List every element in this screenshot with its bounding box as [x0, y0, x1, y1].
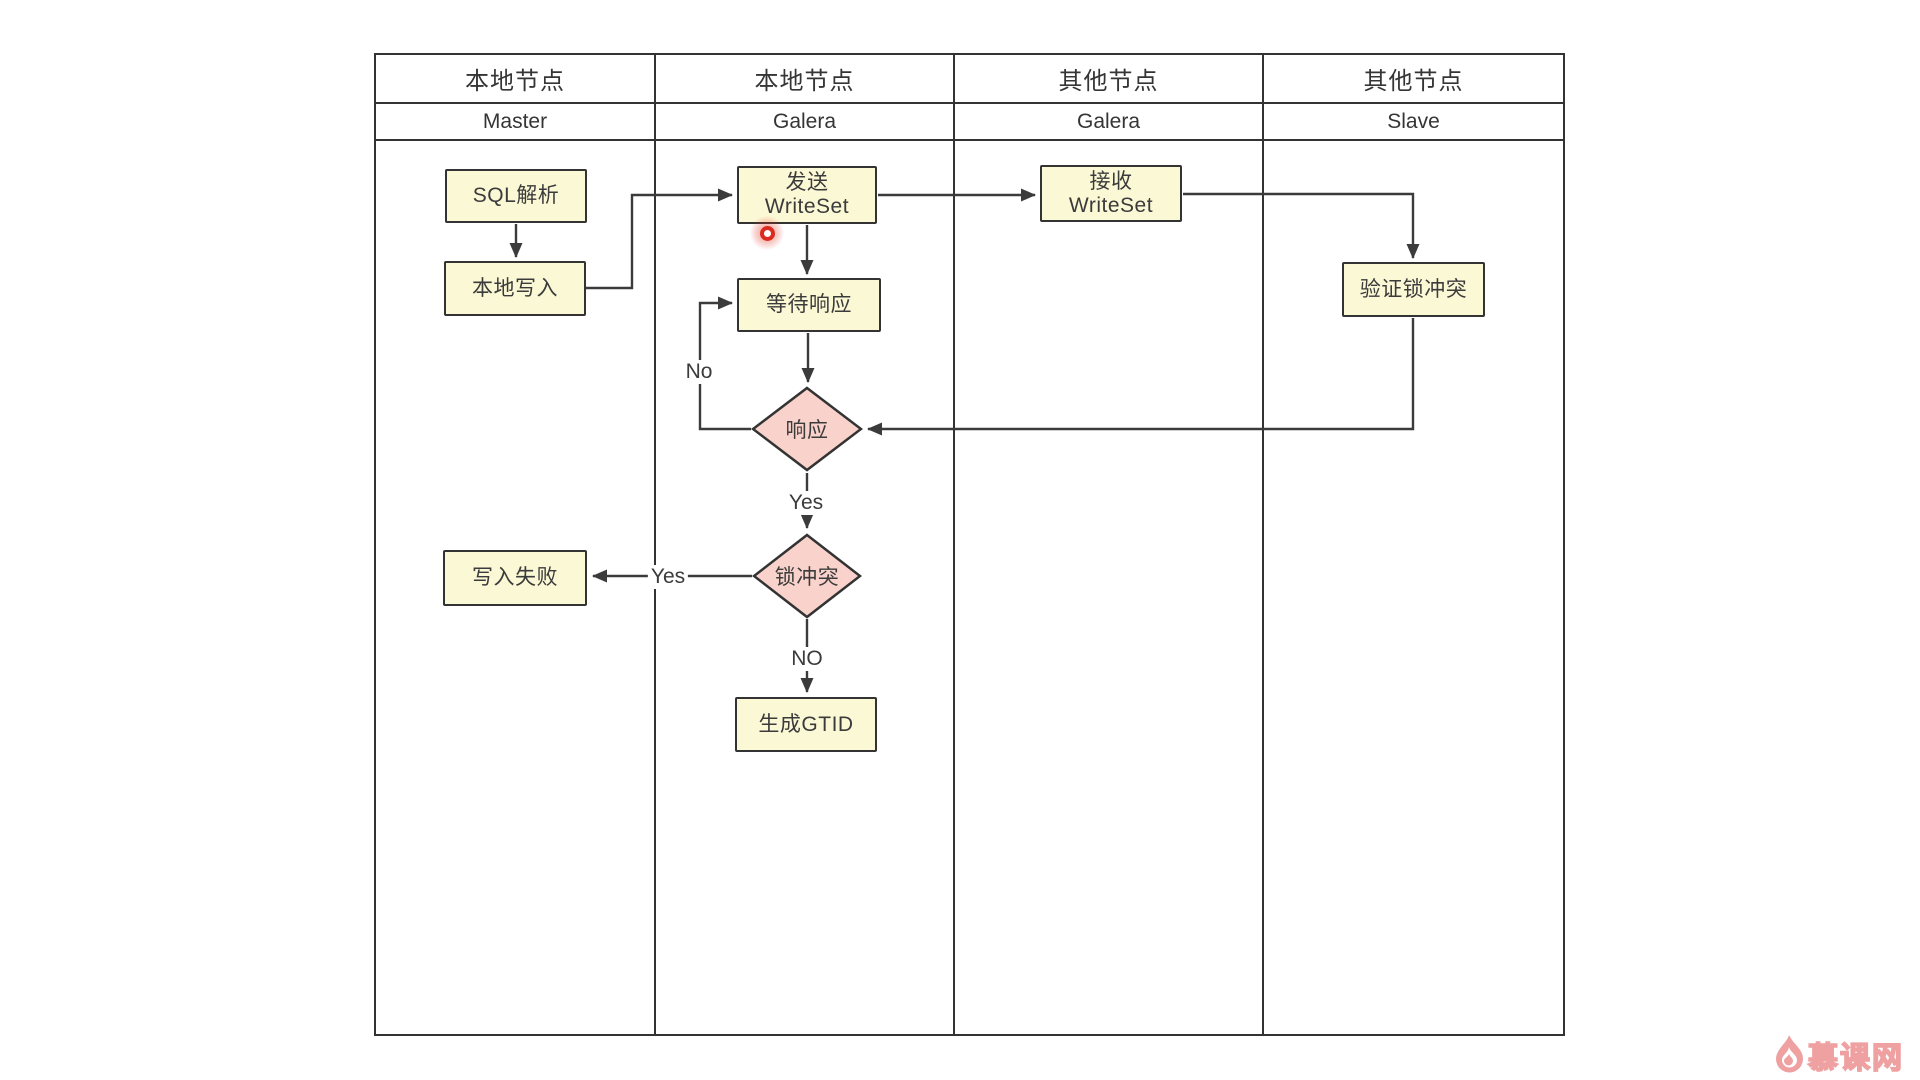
edge-label-no: NO [788, 647, 826, 671]
laser-pointer-core [760, 226, 775, 241]
decision-response: 响应 [751, 386, 863, 472]
decision-label: 响应 [785, 419, 829, 442]
diamond-shape [751, 386, 863, 472]
edge-label-yes: Yes [785, 491, 827, 515]
node-label-line2: WriteSet [1068, 193, 1154, 217]
node-label-line2: WriteSet [764, 195, 850, 218]
node-label: 本地写入 [472, 276, 558, 300]
node-send-writeset: 发送 WriteSet [737, 166, 877, 224]
node-local-write: 本地写入 [444, 261, 586, 316]
edge-label-no: No [682, 360, 716, 384]
lane-group-other-galera: 其他节点 [955, 55, 1264, 102]
node-label: 等待响应 [766, 293, 852, 316]
brand-watermark: 慕课网 [1772, 1033, 1904, 1077]
brand-name: 慕课网 [1807, 1041, 1904, 1076]
lane-role-galera-other: Galera [955, 104, 1264, 139]
lane-group-local-galera: 本地节点 [656, 55, 955, 102]
lane-divider [953, 141, 955, 1034]
diamond-shape [752, 533, 862, 619]
flame-icon [1776, 1035, 1803, 1073]
node-label-line1: 发送 [785, 171, 829, 194]
lane-group-local-master: 本地节点 [376, 55, 656, 102]
decision-lock-conflict: 锁冲突 [752, 533, 862, 619]
lane-group-row: 本地节点 本地节点 其他节点 其他节点 [376, 55, 1563, 104]
decision-label: 锁冲突 [774, 566, 840, 589]
lane-group-other-slave: 其他节点 [1363, 68, 1464, 95]
node-label: SQL解析 [472, 184, 560, 207]
laser-pointer-dot [749, 215, 785, 251]
node-label: 验证锁冲突 [1359, 277, 1468, 301]
lane-role-master: Master [376, 104, 656, 139]
node-label: 写入失败 [472, 566, 558, 589]
node-receive-writeset: 接收 WriteSet [1040, 165, 1182, 222]
node-label: 生成GTID [758, 712, 854, 736]
node-wait-response: 等待响应 [737, 278, 881, 332]
edge-label-yes: Yes [647, 565, 689, 589]
lane-role-row: Master Galera Galera Slave [376, 104, 1563, 141]
node-verify-lock-conflict: 验证锁冲突 [1342, 262, 1485, 317]
lane-role-galera-local: Galera [656, 104, 955, 139]
node-label-line1: 接收 [1089, 169, 1133, 193]
node-generate-gtid: 生成GTID [735, 697, 877, 752]
lane-role-slave: Slave [1387, 109, 1440, 133]
node-sql-parse: SQL解析 [445, 169, 587, 223]
node-write-fail: 写入失败 [443, 550, 587, 606]
lane-divider [1262, 141, 1264, 1034]
